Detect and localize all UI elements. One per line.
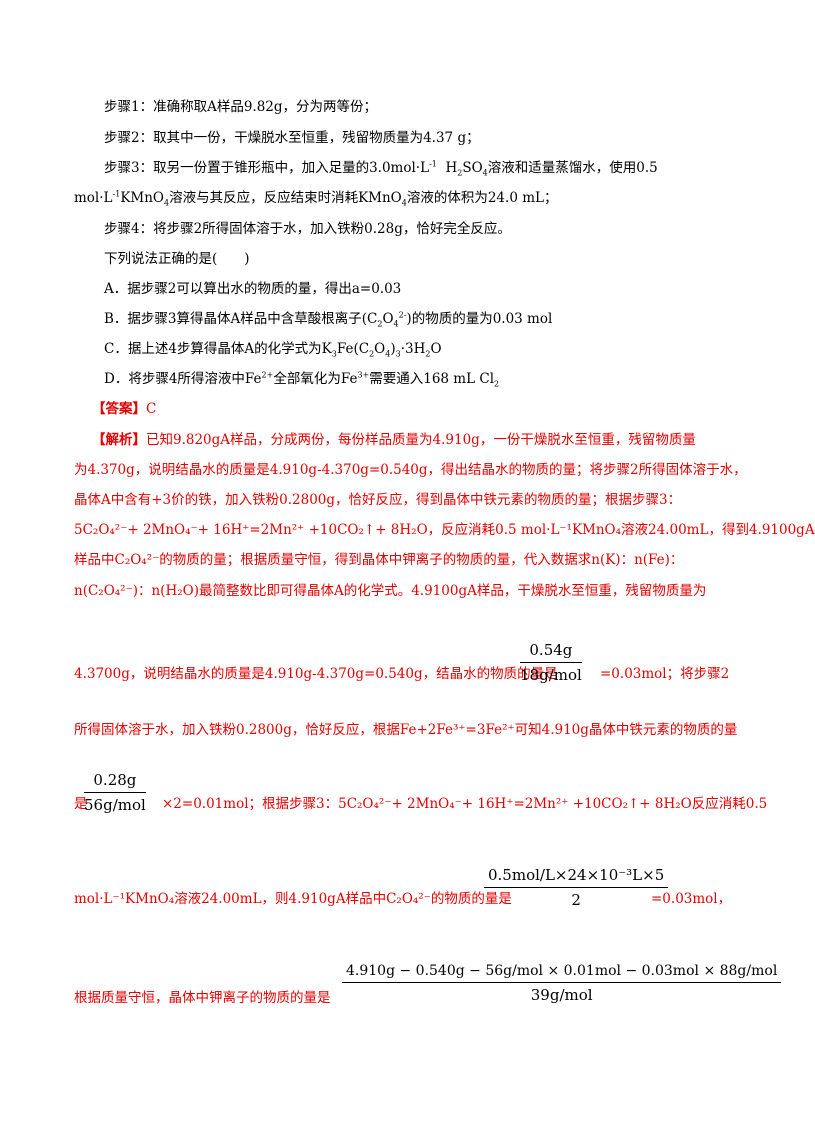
fraction-iron-numerator: 0.28g	[84, 771, 146, 793]
analysis-line-10b: =0.03mol，	[651, 891, 732, 907]
step-2: 步骤2：取其中一份，干燥脱水至恒重，残留物质量为4.37 g；	[104, 130, 480, 146]
step-3-line-1: 步骤3：取另一份置于锥形瓶中，加入足量的3.0mol·L-1 H2SO4溶液和适…	[104, 159, 658, 178]
question-prompt: 下列说法正确的是( )	[104, 251, 250, 267]
analysis-label: 【解析】	[92, 432, 146, 448]
analysis-line-5: 样品中C₂O₄²⁻的物质的量；根据质量守恒，得到晶体中钾离子的物质的量，代入数据…	[74, 552, 684, 568]
step-4: 步骤4：将步骤2所得固体溶于水，加入铁粉0.28g，恰好完全反应。	[104, 221, 511, 237]
analysis-line-1: 【解析】已知9.820gA样品，分成两份，每份样品质量为4.910g，一份干燥脱…	[92, 432, 696, 448]
analysis-line-11: 根据质量守恒，晶体中钾离子的物质的量是	[74, 990, 331, 1006]
fraction-oxalate: 0.5mol/L×24×10⁻³L×5 2	[484, 866, 669, 909]
answer: 【答案】C	[92, 399, 156, 419]
analysis-line-7a: 4.3700g，说明结晶水的质量是4.910g-4.370g=0.540g，结晶…	[74, 666, 558, 682]
step-3-line-2: mol·L-1KMnO4溶液与其反应，反应结束时消耗KMnO4溶液的体积为24.…	[74, 189, 558, 208]
step-1: 步骤1：准确称取A样品9.82g，分为两等份；	[104, 99, 378, 115]
fraction-potassium-denominator: 39g/mol	[530, 986, 593, 1004]
option-c: C．据上述4步算得晶体A的化学式为K3Fe(C2O4)3·3H2O	[104, 341, 442, 359]
fraction-potassium-numerator: 4.910g − 0.540g − 56g/mol × 0.01mol − 0.…	[342, 963, 782, 983]
option-d: D．将步骤4所得溶液中Fe2+全部氧化为Fe3+需要通入168 mL Cl2	[104, 370, 500, 389]
analysis-line-9a: 是	[74, 796, 88, 812]
analysis-line-10a: mol·L⁻¹KMnO₄溶液24.00mL，则4.910gA样品中C₂O₄²⁻的…	[74, 891, 512, 907]
analysis-line-4: 5C₂O₄²⁻+ 2MnO₄⁻+ 16H⁺=2Mn²⁺ +10CO₂↑+ 8H₂…	[74, 522, 815, 538]
analysis-line-7b: =0.03mol；将步骤2	[600, 666, 730, 682]
fraction-potassium: 4.910g − 0.540g − 56g/mol × 0.01mol − 0.…	[342, 963, 782, 1004]
fraction-water-denominator: 18g/mol	[520, 666, 582, 684]
analysis-line-3: 晶体A中含有+3价的铁，加入铁粉0.2800g，恰好反应，得到晶体中铁元素的物质…	[74, 492, 682, 508]
analysis-line-2: 为4.370g，说明结晶水的质量是4.910g-4.370g=0.540g，得出…	[74, 462, 747, 478]
fraction-oxalate-denominator: 2	[571, 891, 581, 909]
fraction-water-numerator: 0.54g	[520, 641, 582, 663]
answer-value: C	[146, 401, 157, 417]
fraction-oxalate-numerator: 0.5mol/L×24×10⁻³L×5	[484, 866, 669, 888]
fraction-water: 0.54g 18g/mol	[520, 641, 582, 684]
answer-label: 【答案】	[92, 401, 146, 417]
analysis-line-6: n(C₂O₄²⁻)：n(H₂O)最简整数比即可得晶体A的化学式。4.9100gA…	[74, 583, 707, 599]
option-a: A．据步骤2可以算出水的物质的量，得出a=0.03	[104, 281, 402, 297]
fraction-iron-denominator: 56g/mol	[84, 796, 146, 814]
option-b: B．据步骤3算得晶体A样品中含草酸根离子(C2O42-)的物质的量为0.03 m…	[104, 310, 553, 329]
analysis-line-9b: ×2=0.01mol；根据步骤3：5C₂O₄²⁻+ 2MnO₄⁻+ 16H⁺=2…	[162, 796, 768, 812]
fraction-iron: 0.28g 56g/mol	[84, 771, 146, 814]
analysis-line-8: 所得固体溶于水，加入铁粉0.2800g，恰好反应，根据Fe+2Fe³⁺=3Fe²…	[74, 722, 738, 738]
